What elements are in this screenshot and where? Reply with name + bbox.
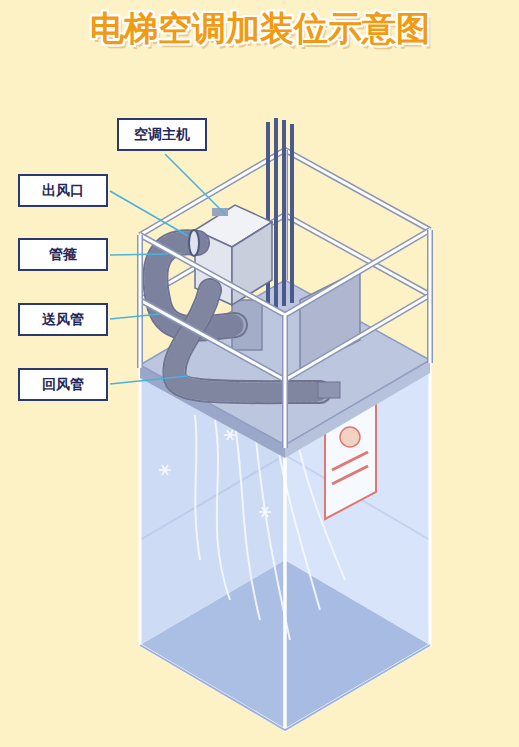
part-label: 管箍 — [49, 246, 77, 264]
label-box: 出风口 — [18, 174, 108, 207]
car-edge — [140, 645, 430, 730]
part-label: 出风口 — [42, 182, 84, 200]
label-box: 送风管 — [18, 303, 108, 336]
label-box: 回风管 — [18, 368, 108, 401]
part-label: 回风管 — [42, 376, 84, 394]
leader-line — [110, 154, 225, 384]
label-box: 管箍 — [18, 238, 108, 271]
label-box: 空调主机 — [117, 118, 207, 151]
railing — [140, 230, 430, 448]
title-text: 电梯空调加装位示意图 — [90, 8, 430, 48]
part-label: 送风管 — [42, 311, 84, 329]
hose-clamp — [189, 230, 199, 256]
air-duct — [155, 242, 340, 398]
page-title: 电梯空调加装位示意图 — [0, 6, 519, 52]
part-label: 空调主机 — [134, 126, 190, 144]
